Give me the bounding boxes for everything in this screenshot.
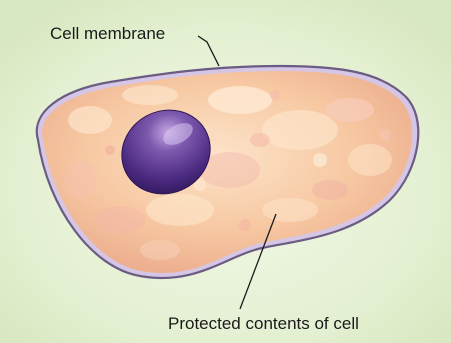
protected-contents-label: Protected contents of cell <box>168 314 359 334</box>
cell-membrane-label: Cell membrane <box>50 24 165 44</box>
